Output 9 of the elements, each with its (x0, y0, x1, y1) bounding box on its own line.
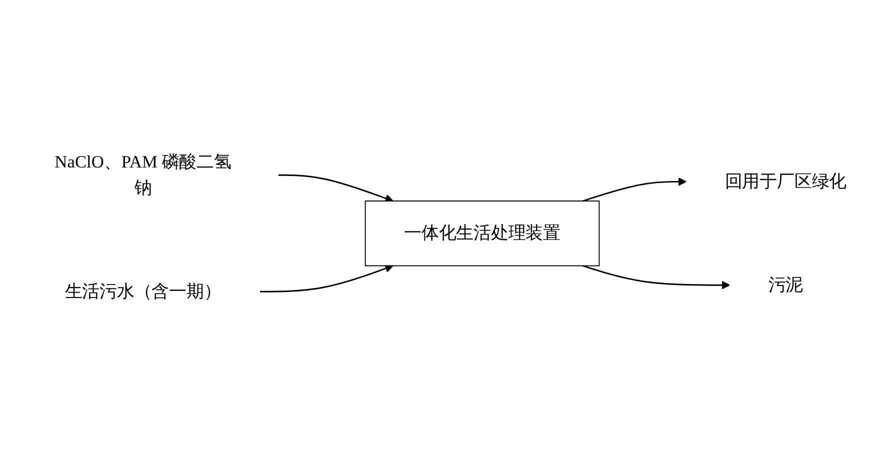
node-text: 生活污水（含一期） (64, 282, 222, 301)
arrow (278, 174, 394, 203)
node-box: 一体化生活处理装置 (364, 200, 600, 266)
node-text: NaClO、PAM 磷酸二氢钠 (54, 152, 232, 198)
arrow (582, 265, 730, 290)
arrow (582, 178, 687, 202)
arrow (260, 264, 394, 292)
node-text: 回用于厂区绿化 (724, 172, 847, 191)
node-text: 污泥 (768, 275, 804, 294)
